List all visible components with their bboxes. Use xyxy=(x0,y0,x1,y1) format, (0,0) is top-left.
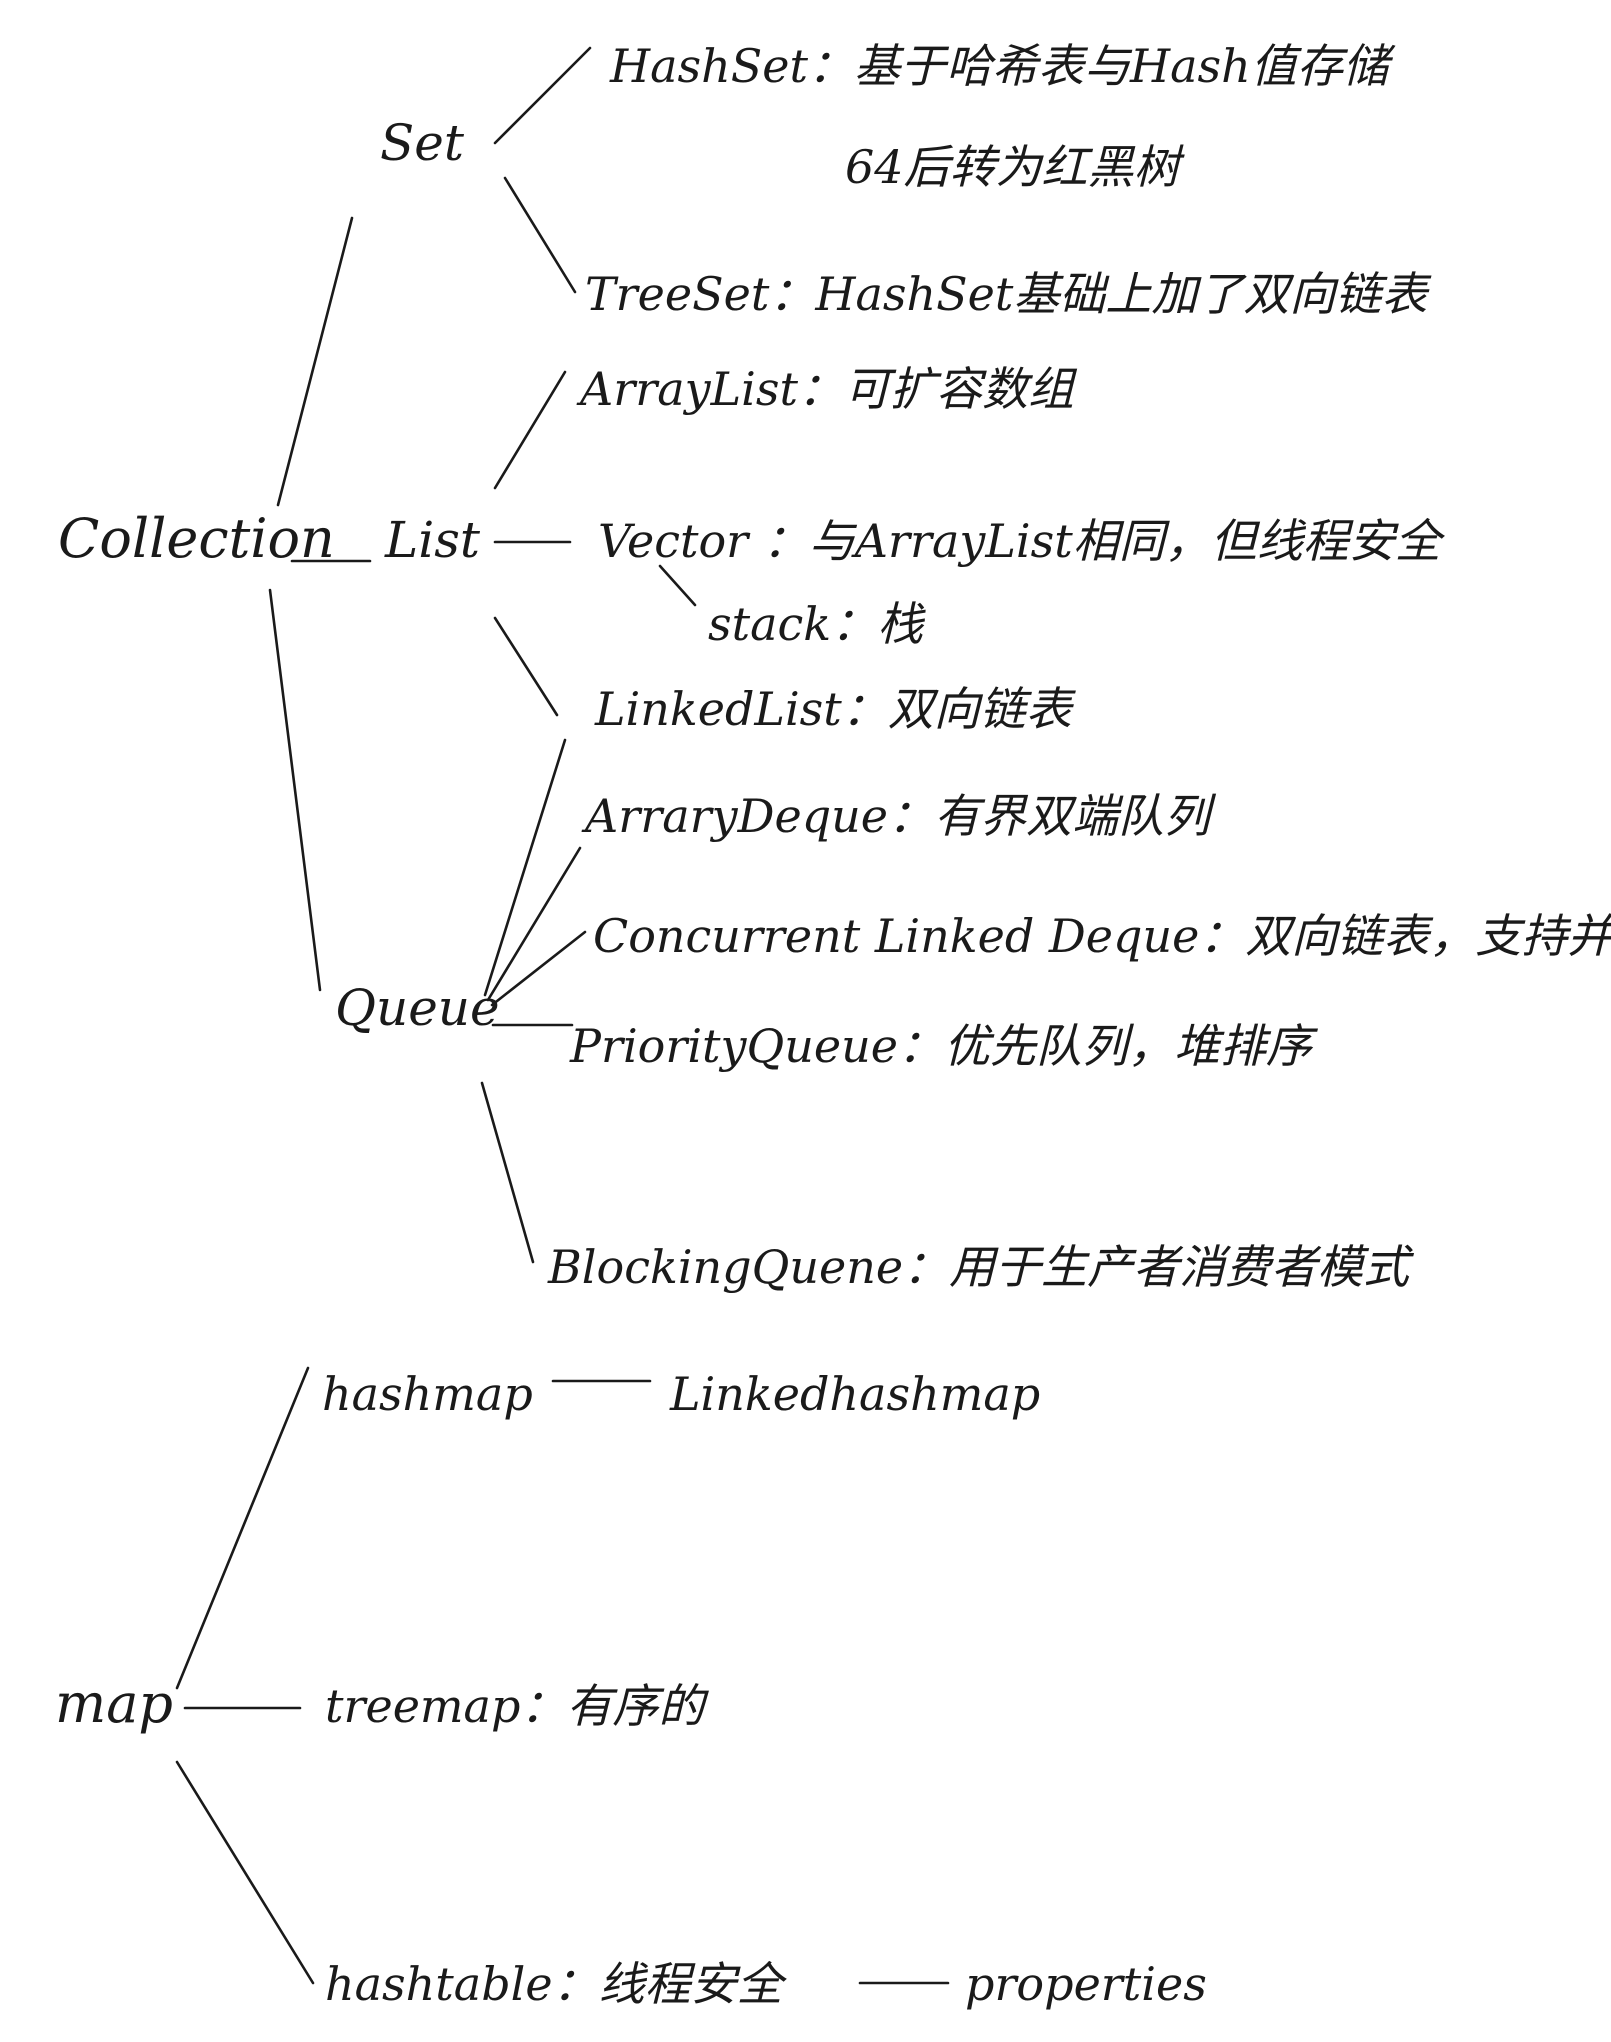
diagram-edges xyxy=(175,46,950,1985)
node-hashset-note: 64后转为红黑树 xyxy=(845,140,1186,194)
node-properties: properties xyxy=(965,1957,1207,2011)
node-queue: Queue xyxy=(335,979,500,1037)
node-arraydeque: ArraryDeque：有界双端队列 xyxy=(581,789,1217,843)
node-concurrent: Concurrent Linked Deque：双向链表，支持并发 xyxy=(593,909,1611,963)
edge-collection-queue xyxy=(268,588,322,992)
node-hashset: HashSet：基于哈希表与Hash值存储 xyxy=(609,39,1396,93)
edge-set-treeset xyxy=(503,176,577,294)
node-treeset: TreeSet：HashSet基础上加了双向链表 xyxy=(585,267,1432,321)
node-stack: stack：栈 xyxy=(708,597,926,651)
node-hashtable: hashtable：线程安全 xyxy=(325,1957,788,2011)
edge-vector-stack xyxy=(658,564,697,607)
edge-queue-arraydeque xyxy=(483,738,567,997)
edge-queue-concurrent-2 xyxy=(490,930,587,1007)
node-linkedhashmap: Linkedhashmap xyxy=(669,1367,1040,1421)
edge-list-linkedlist xyxy=(493,616,559,717)
edge-collection-set xyxy=(276,216,354,507)
edge-queue-concurrent xyxy=(486,846,582,1002)
node-arraylist: ArrayList：可扩容数组 xyxy=(576,362,1078,416)
node-linkedlist: LinkedList：双向链表 xyxy=(594,682,1077,736)
node-vector: Vector ：与ArrayList相同，但线程安全 xyxy=(598,514,1446,568)
node-treemap: treemap：有序的 xyxy=(325,1679,709,1733)
node-hashmap: hashmap xyxy=(322,1367,533,1421)
edge-map-hashtable xyxy=(175,1760,315,1985)
node-priority: PriorityQueue：优先队列，堆排序 xyxy=(569,1019,1319,1073)
edge-map-hashmap xyxy=(175,1366,310,1690)
edge-queue-blocking xyxy=(480,1081,535,1264)
node-blocking: BlockingQuene：用于生产者消费者模式 xyxy=(547,1240,1415,1294)
node-map: map xyxy=(55,1672,173,1735)
diagram-nodes: Collection Set HashSet：基于哈希表与Hash值存储 64后… xyxy=(55,39,1611,2011)
edge-list-arraylist xyxy=(493,370,567,490)
node-collection: Collection xyxy=(58,507,335,570)
node-list: List xyxy=(384,511,481,569)
edge-set-hashset xyxy=(493,46,592,145)
node-set: Set xyxy=(380,114,465,172)
